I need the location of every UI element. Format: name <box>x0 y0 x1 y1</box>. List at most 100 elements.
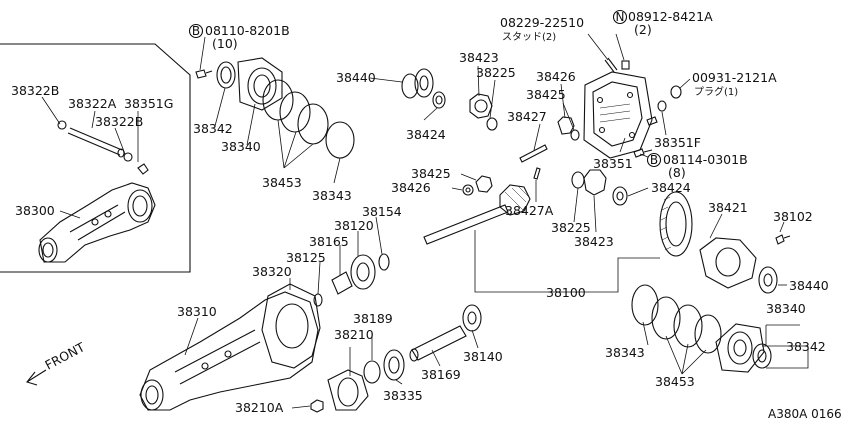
part-label: 38210A <box>235 400 284 415</box>
part-label: 38322B <box>11 83 59 98</box>
marker-n-icon: N <box>612 9 628 25</box>
shim-stack-38453-upper <box>262 79 355 159</box>
side-retainer-38340-upper <box>237 57 283 111</box>
housing-38310 <box>139 291 319 411</box>
part-label: 38424 <box>651 180 691 195</box>
part-label: 38342 <box>193 121 233 136</box>
part-label: 08229-22510 <box>500 15 584 30</box>
side-gear-38423-upper <box>469 93 493 119</box>
spacer-38165 <box>331 271 353 295</box>
part-label: 38426 <box>391 180 431 195</box>
part-label: 38310 <box>177 304 217 319</box>
part-label: 38322B <box>95 114 143 129</box>
part-label: 38120 <box>334 218 374 233</box>
part-label: 38340 <box>766 301 806 316</box>
front-label: FRONT <box>42 339 87 372</box>
part-label: 38100 <box>546 285 586 300</box>
ring-gear-38421 <box>659 191 693 257</box>
part-label: 38125 <box>286 250 326 265</box>
part-label: 38426 <box>536 69 576 84</box>
front-arrow-icon <box>26 369 47 386</box>
part-label: (8) <box>668 165 686 180</box>
inset-shaft <box>57 120 149 175</box>
part-label: 38421 <box>708 200 748 215</box>
part-label: 38440 <box>336 70 376 85</box>
plug-washer-38351f <box>646 100 667 126</box>
oil-seal-38342-lower <box>752 343 772 369</box>
part-label: 38225 <box>476 65 516 80</box>
washer-38424-upper <box>432 91 446 109</box>
part-label-jp: スタッド(2) <box>502 31 556 43</box>
part-label: 38425 <box>526 87 566 102</box>
rear-cover-38351 <box>583 71 653 159</box>
part-label: 38425 <box>411 166 451 181</box>
drive-pinion-38100 <box>423 184 531 245</box>
part-label: 38427 <box>507 109 547 124</box>
part-label: 38424 <box>406 127 446 142</box>
bolt-38102 <box>775 234 791 245</box>
part-label: 38140 <box>463 349 503 364</box>
marker-b-text: B <box>192 24 200 38</box>
marker-b-icon: B <box>188 23 204 39</box>
gasket-38320 <box>261 283 321 369</box>
part-label: 38169 <box>421 367 461 382</box>
part-label: 08114-0301B <box>663 152 748 167</box>
bearing-38335 <box>383 349 405 381</box>
inset-diff-assembly <box>38 182 156 263</box>
part-label: 38165 <box>309 234 349 249</box>
pinion-washer-38426-upper <box>570 129 580 141</box>
part-label: 38440 <box>789 278 829 293</box>
shim-stack-38453-lower <box>631 284 722 354</box>
nut-08912 <box>621 60 630 70</box>
pinion-gear-38425-upper <box>557 116 575 135</box>
part-label: (2) <box>634 22 652 37</box>
side-gear-38423-lower <box>583 169 607 196</box>
part-label: 38210 <box>334 327 374 342</box>
part-label: 38300 <box>15 203 55 218</box>
part-labels: 38322B 38322A 38351G 38322B 38300 08110-… <box>11 9 842 421</box>
diff-case <box>699 237 757 289</box>
washer-38154 <box>378 253 390 271</box>
part-label: 38343 <box>312 188 352 203</box>
part-label: 38335 <box>383 388 423 403</box>
part-label: 38340 <box>221 139 261 154</box>
leader-lines <box>41 33 809 409</box>
part-label: 00931-2121A <box>692 70 777 85</box>
nut-38210a <box>310 399 324 413</box>
bearing-38440-lower <box>758 266 778 294</box>
part-label: 08110-8201B <box>205 23 290 38</box>
part-label: 38351F <box>654 135 701 150</box>
pin-38427a <box>533 167 541 180</box>
plug-00931 <box>670 85 682 99</box>
part-label: 38453 <box>262 175 302 190</box>
part-label: 38322A <box>68 96 117 111</box>
marker-n-text: N <box>616 10 625 24</box>
part-label: 08912-8421A <box>628 9 713 24</box>
part-label: 38423 <box>459 50 499 65</box>
bearing-38120 <box>350 254 376 290</box>
diagram-code: A380A 0166 <box>768 407 842 421</box>
bearing-38440-upper <box>401 68 434 99</box>
part-label: 38423 <box>574 234 614 249</box>
washer-38426-lower <box>462 184 474 196</box>
inset-frame <box>0 43 191 273</box>
side-bolt-08110 <box>195 69 213 79</box>
part-label: 38320 <box>252 264 292 279</box>
part-label: 38225 <box>551 220 591 235</box>
part-label: 38189 <box>353 311 393 326</box>
washer-38424-lower <box>612 186 628 206</box>
part-label: (10) <box>212 36 238 51</box>
washer-38225-lower <box>571 171 585 189</box>
pinion-gear-38425-lower <box>475 175 493 193</box>
bearing-38140 <box>462 304 482 332</box>
part-label: 38351G <box>124 96 173 111</box>
part-label-jp: プラグ(1) <box>694 85 738 98</box>
stud-08229 <box>604 57 618 73</box>
collar-38169 <box>409 325 467 362</box>
part-label: 38453 <box>655 374 695 389</box>
oil-seal-38342-upper <box>216 61 236 89</box>
washer-38225-upper <box>486 117 498 131</box>
part-label: 38351 <box>593 156 633 171</box>
part-label: 38343 <box>605 345 645 360</box>
